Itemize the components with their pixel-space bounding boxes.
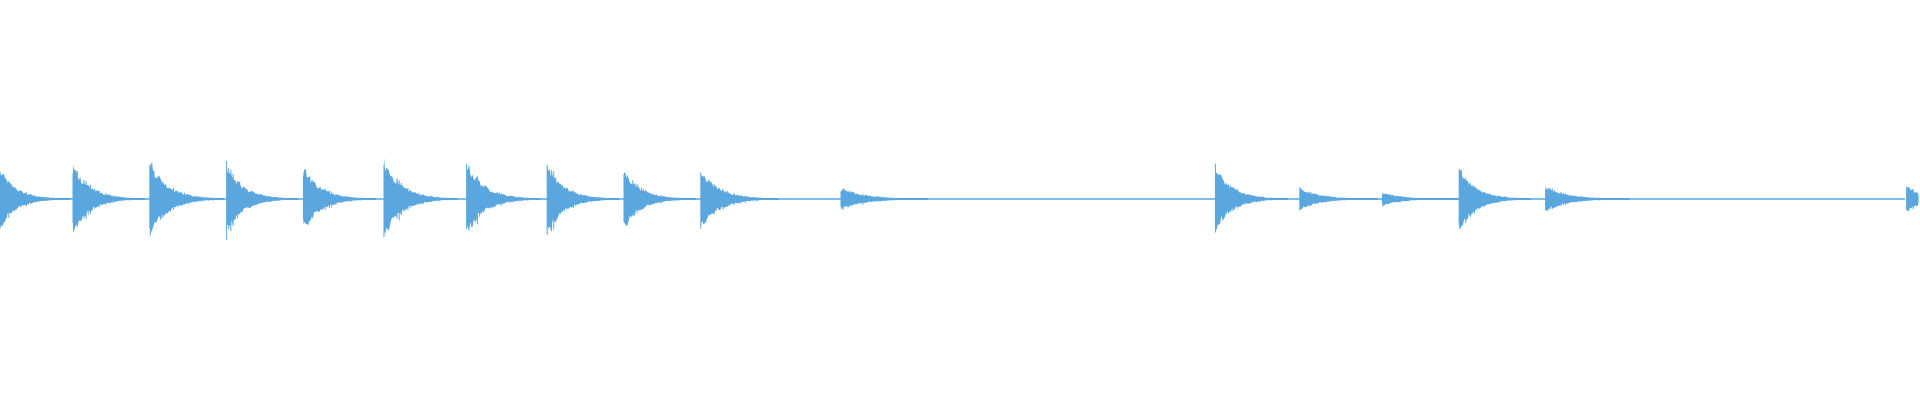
waveform-hit <box>1545 186 1630 212</box>
waveform-envelope <box>547 167 620 230</box>
waveform-hit <box>623 172 696 227</box>
waveform-hit <box>0 170 71 230</box>
waveform-hit <box>546 164 620 235</box>
waveform-hit <box>1381 192 1461 207</box>
waveform-hit <box>466 163 541 232</box>
waveform-hit <box>302 169 376 226</box>
waveform-hits <box>0 157 1919 240</box>
waveform-envelope <box>1382 192 1461 207</box>
waveform-hit <box>1458 169 1532 230</box>
waveform-hit <box>149 162 224 239</box>
waveform-envelope <box>1459 169 1532 230</box>
waveform-envelope <box>303 169 376 226</box>
waveform-hit <box>226 160 299 240</box>
waveform-hit <box>700 172 779 229</box>
waveform-hit <box>383 157 458 238</box>
waveform-hit <box>72 165 145 233</box>
waveform-envelope <box>73 165 145 233</box>
waveform-envelope <box>700 174 779 227</box>
waveform-hit <box>1299 187 1378 211</box>
waveform-hit <box>1906 186 1919 212</box>
waveform-envelope <box>1299 187 1378 211</box>
waveform-hit <box>840 188 928 210</box>
waveform-hit <box>1214 163 1288 233</box>
waveform-envelope <box>1215 172 1288 231</box>
waveform-envelope <box>1906 186 1918 212</box>
waveform-envelope <box>624 172 696 227</box>
waveform-envelope <box>226 165 299 226</box>
